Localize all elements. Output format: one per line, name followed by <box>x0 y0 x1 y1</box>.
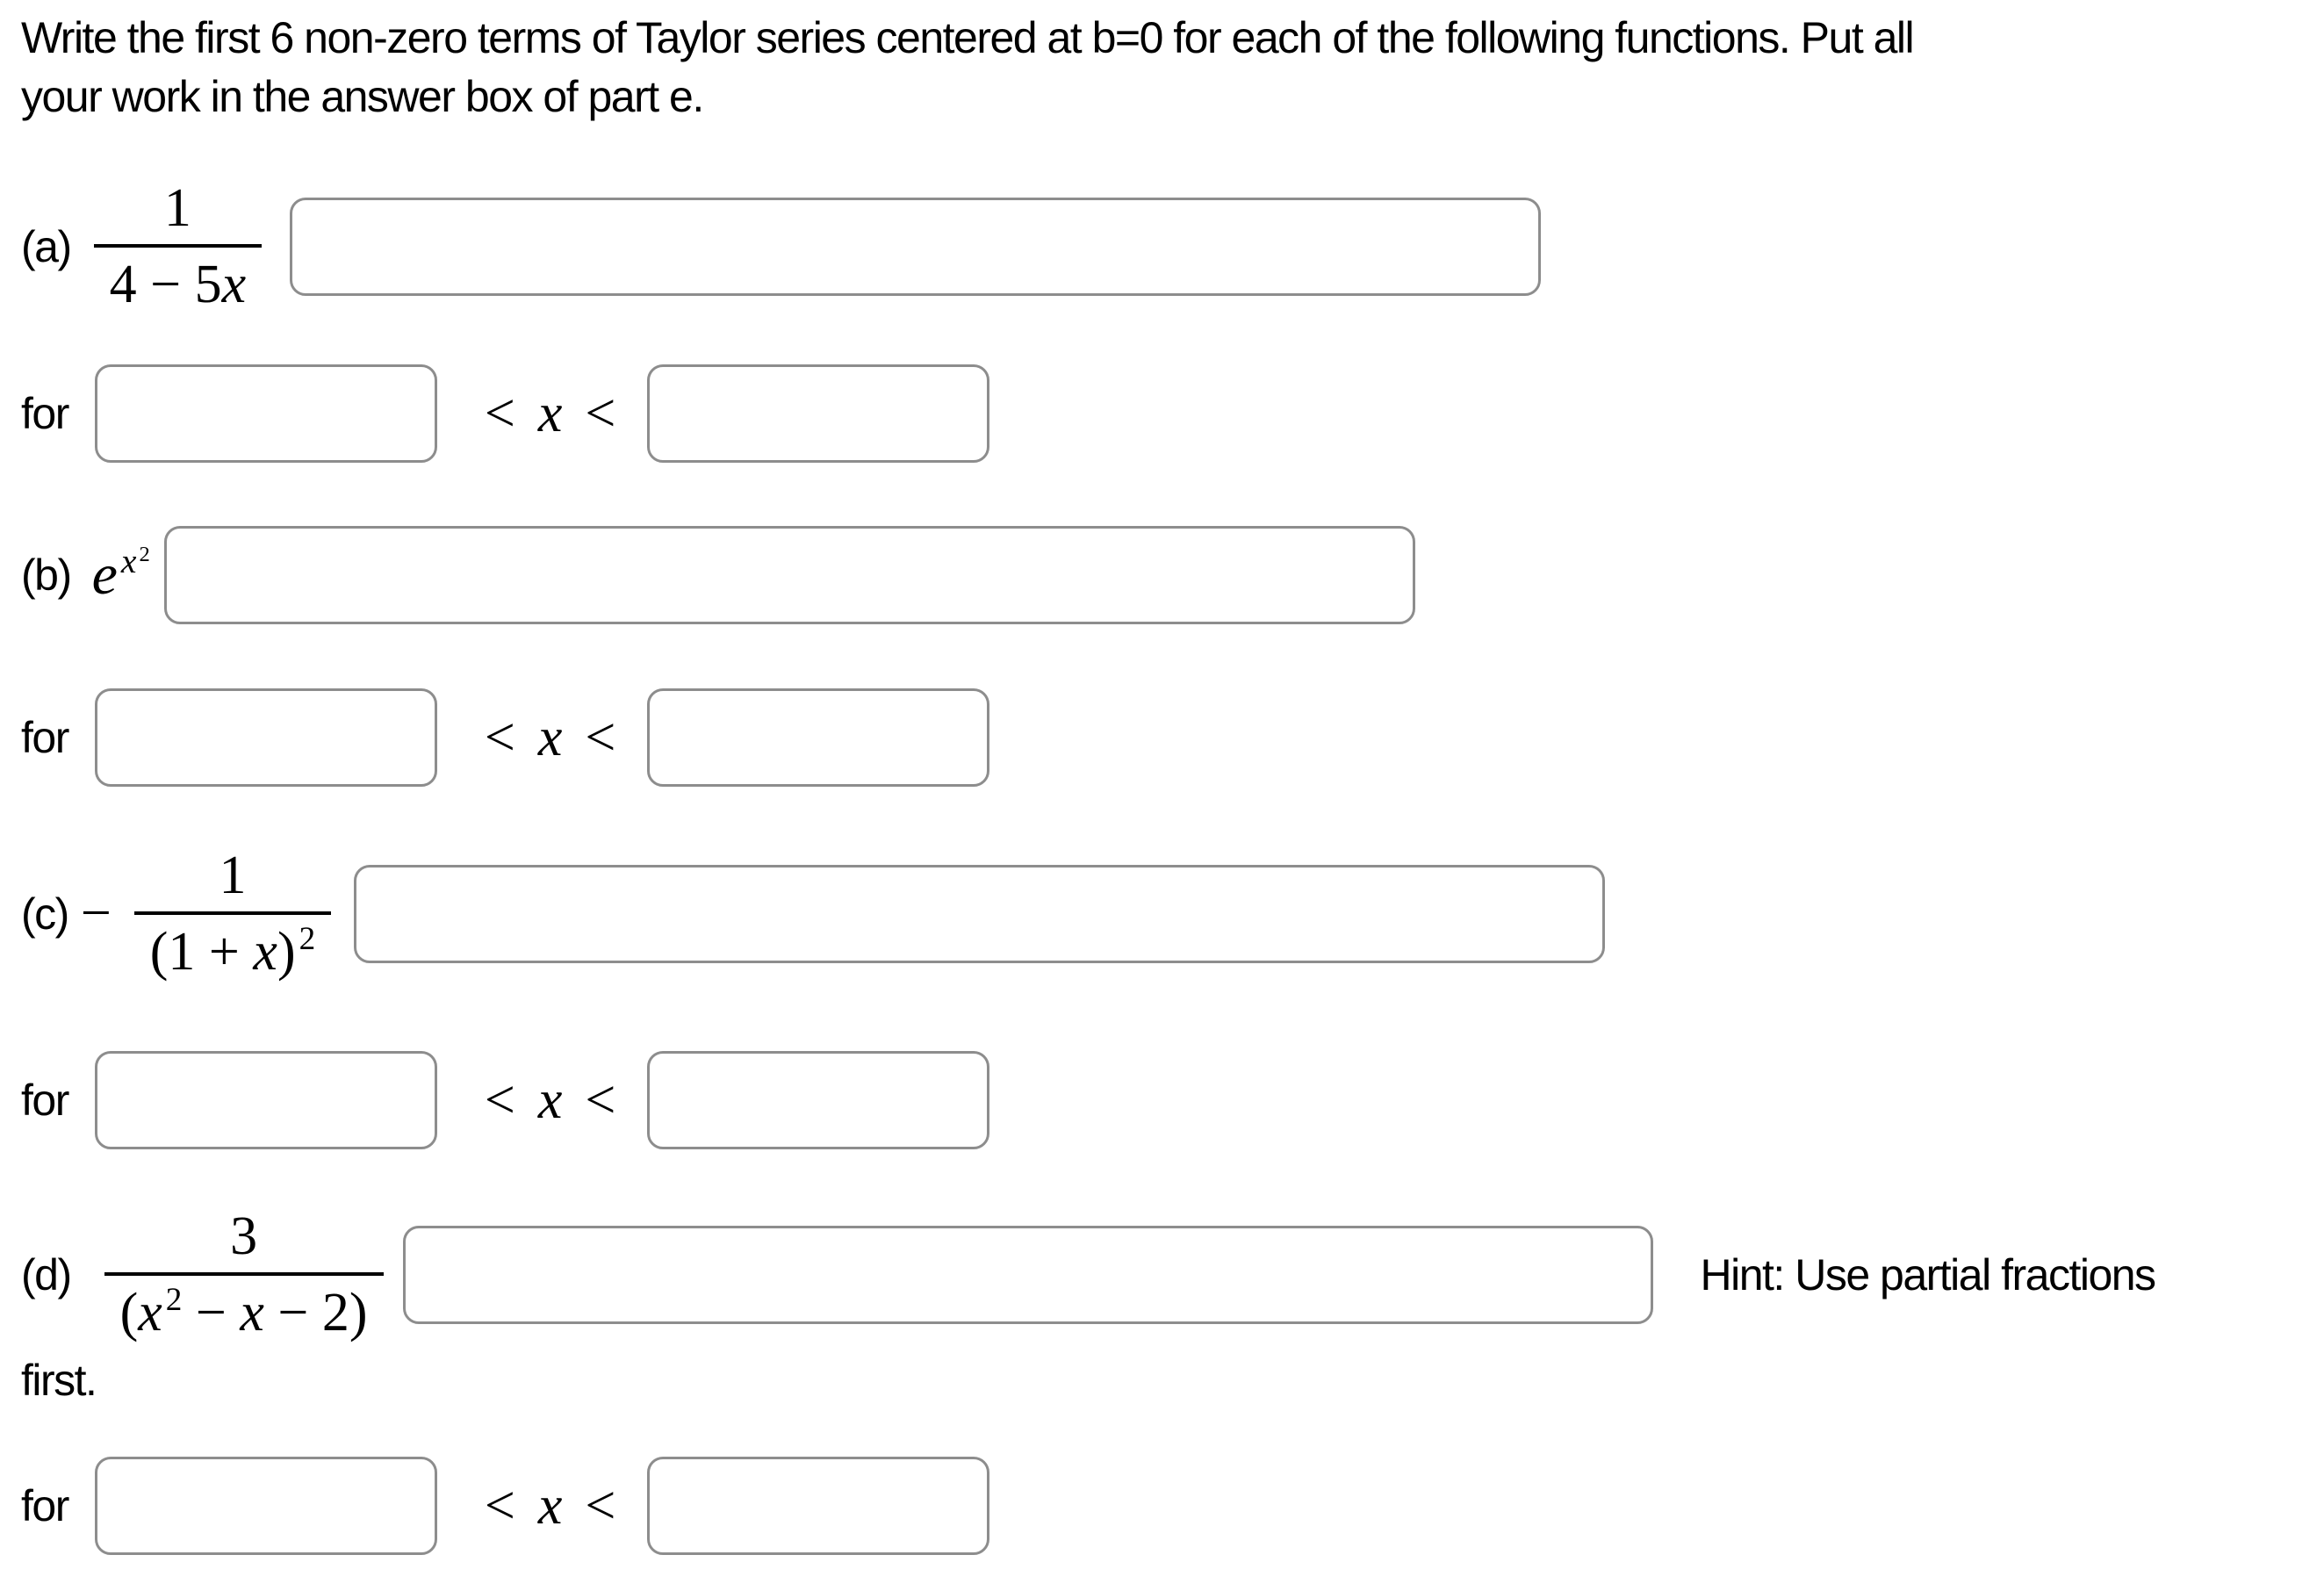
inequality-variable: x <box>537 1475 563 1536</box>
less-than-sign: < <box>484 1069 515 1130</box>
less-than-sign: < <box>585 1069 616 1130</box>
part-c-denominator: (1 + x)2 <box>133 911 332 982</box>
part-d-denominator-variable2: x <box>240 1282 264 1343</box>
inequality-variable: x <box>537 707 563 767</box>
part-b-exponent-power: 2 <box>139 543 150 567</box>
part-b-base: e <box>91 543 118 608</box>
part-c-domain-row: for < x < <box>21 1051 990 1149</box>
part-c-denominator-open: (1 + <box>149 921 254 982</box>
part-a-denominator-coefficient: 4 − 5 <box>109 254 222 314</box>
problem-statement-line1: Write the first 6 non-zero terms of Tayl… <box>21 13 1915 62</box>
part-c-label: (c) <box>21 889 69 939</box>
part-a-row: (a) 1 4 − 5x <box>21 178 1542 314</box>
part-d-denominator-power1: 2 <box>165 1281 183 1318</box>
part-a-denominator: 4 − 5x <box>93 243 263 314</box>
part-c-answer-input[interactable] <box>354 864 1606 963</box>
part-a-answer-input[interactable] <box>290 197 1542 296</box>
part-d-denominator-tail: − 2) <box>263 1282 368 1343</box>
less-than-sign: < <box>484 383 515 443</box>
part-c-denominator-variable: x <box>253 921 277 982</box>
part-d-denominator-open: ( <box>119 1282 139 1343</box>
part-b-exponent-variable: x <box>120 541 137 580</box>
part-a-domain-row: for < x < <box>21 364 990 463</box>
part-c-domain-lower-input[interactable] <box>94 1051 437 1149</box>
less-than-sign: < <box>484 707 515 767</box>
part-a-label: (a) <box>21 221 72 271</box>
part-d-hint-continuation-row: first. <box>21 1354 97 1407</box>
for-label: for <box>21 389 69 438</box>
part-b-domain-upper-input[interactable] <box>647 688 990 787</box>
part-d-domain-upper-input[interactable] <box>647 1457 990 1555</box>
part-c-domain-upper-input[interactable] <box>647 1051 990 1149</box>
part-a-numerator: 1 <box>163 178 191 238</box>
part-a-domain-lower-input[interactable] <box>94 364 437 463</box>
part-d-denominator-operator: − <box>182 1282 241 1343</box>
for-label: for <box>21 1481 69 1530</box>
less-than-sign: < <box>585 1475 616 1536</box>
part-c-minus-sign: − <box>80 883 112 944</box>
for-label: for <box>21 1076 69 1125</box>
less-than-sign: < <box>585 707 616 767</box>
part-c-row: (c) − 1 (1 + x)2 <box>21 846 1606 982</box>
inequality: < x < <box>485 707 615 769</box>
part-c-denominator-power: 2 <box>299 920 316 957</box>
part-d-denominator-variable1: x <box>138 1282 162 1343</box>
inequality: < x < <box>485 1475 615 1537</box>
inequality: < x < <box>485 1069 615 1132</box>
problem-statement: Write the first 6 non-zero terms of Tayl… <box>21 9 1915 126</box>
part-d-label: (d) <box>21 1249 72 1299</box>
inequality-variable: x <box>537 1069 563 1130</box>
part-d-answer-input[interactable] <box>402 1225 1653 1324</box>
hint-continuation: first. <box>21 1356 97 1405</box>
part-a-domain-upper-input[interactable] <box>647 364 990 463</box>
problem-statement-line2: your work in the answer box of part e. <box>21 72 704 121</box>
inequality-variable: x <box>537 383 563 443</box>
for-label: for <box>21 713 69 762</box>
part-a-denominator-variable: x <box>221 254 247 314</box>
part-d-numerator: 3 <box>230 1206 258 1266</box>
part-d-domain-row: for < x < <box>21 1457 990 1555</box>
part-b-domain-lower-input[interactable] <box>94 688 437 787</box>
part-c-numerator: 1 <box>219 846 247 905</box>
inequality: < x < <box>485 383 615 445</box>
less-than-sign: < <box>585 383 616 443</box>
less-than-sign: < <box>484 1475 515 1536</box>
part-a-fraction: 1 4 − 5x <box>93 178 263 314</box>
part-d-domain-lower-input[interactable] <box>94 1457 437 1555</box>
part-b-label: (b) <box>21 551 72 600</box>
part-c-denominator-close: ) <box>277 921 296 982</box>
part-c-fraction: 1 (1 + x)2 <box>133 846 332 982</box>
part-b-answer-input[interactable] <box>163 526 1415 624</box>
part-b-domain-row: for < x < <box>21 688 990 787</box>
part-d-hint: Hint: Use partial fractions <box>1700 1249 2157 1299</box>
